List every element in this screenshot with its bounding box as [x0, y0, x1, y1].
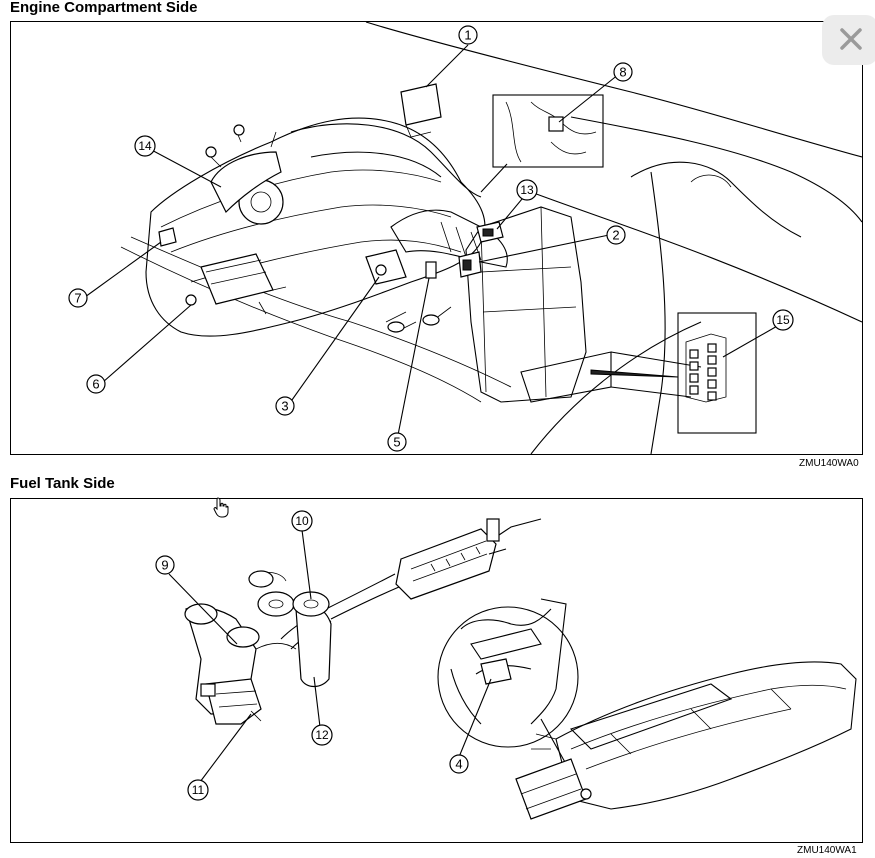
- engine-compartment-drawing: 1 2 3 5 6 7 8 13 14 15: [68, 22, 862, 454]
- svg-text:13: 13: [520, 183, 534, 197]
- part-2-sensor: [458, 251, 482, 278]
- intake-tube: [390, 209, 508, 268]
- part-7-sensor: [158, 227, 177, 247]
- svg-text:10: 10: [295, 514, 309, 528]
- fuel-tank-drawing: 9 10 11 12 4: [155, 510, 857, 820]
- battery-tray: [520, 351, 612, 403]
- callout-7: 7: [68, 288, 88, 308]
- manifold-rear: [184, 603, 297, 725]
- part-5-sensor: [385, 261, 452, 333]
- callout-3: 3: [275, 396, 295, 416]
- manifold-front: [248, 570, 332, 688]
- callout-4: 4: [449, 754, 469, 774]
- callout-14: 14: [134, 135, 156, 157]
- callout-6: 6: [86, 374, 106, 394]
- svg-text:8: 8: [619, 65, 626, 80]
- bottom-leader-lines: [168, 529, 492, 783]
- callout-1: 1: [458, 25, 478, 45]
- close-x-icon: [840, 28, 862, 50]
- hand-pointer-icon: [213, 497, 229, 524]
- svg-text:1: 1: [464, 28, 471, 43]
- fuel-tank-title: Fuel Tank Side: [10, 475, 115, 492]
- part-15-connector-inset: [590, 312, 757, 434]
- fender-edge: [650, 171, 666, 454]
- svg-text:7: 7: [74, 291, 81, 306]
- callout-5: 5: [387, 432, 407, 452]
- svg-text:14: 14: [138, 139, 152, 153]
- svg-text:9: 9: [161, 558, 168, 573]
- callout-11: 11: [187, 779, 209, 801]
- svg-text:5: 5: [393, 435, 400, 450]
- air-cleaner-box: [465, 206, 587, 403]
- engine-compartment-diagram: 1 2 3 5 6 7 8 13 14 15: [10, 21, 863, 455]
- cowl-line: [530, 191, 862, 323]
- svg-text:3: 3: [281, 399, 288, 414]
- svg-text:2: 2: [612, 228, 619, 243]
- part-13-sensor: [476, 221, 504, 243]
- part-6-unit: [185, 253, 287, 315]
- svg-text:11: 11: [192, 783, 205, 797]
- fuel-tank-diagram: 9 10 11 12 4: [10, 498, 863, 843]
- engine-compartment-title: Engine Compartment Side: [10, 0, 198, 16]
- part-14-pump: [205, 124, 284, 225]
- callout-12: 12: [311, 724, 333, 746]
- callout-15: 15: [772, 309, 794, 331]
- fender-line: [570, 116, 862, 223]
- part-1-module: [400, 83, 442, 138]
- callout-10: 10: [291, 510, 313, 532]
- svg-text:6: 6: [92, 377, 99, 392]
- callout-8: 8: [613, 62, 633, 82]
- svg-text:4: 4: [455, 757, 462, 772]
- catalytic-converter: [395, 518, 542, 600]
- close-button[interactable]: [822, 15, 875, 65]
- strut-tower: [630, 161, 802, 238]
- hood-line: [365, 22, 862, 158]
- svg-text:12: 12: [315, 728, 329, 742]
- lower-fender: [530, 321, 702, 454]
- svg-text:15: 15: [776, 313, 790, 327]
- top-leader-lines: [84, 44, 780, 441]
- part-8-inset: [480, 94, 604, 193]
- figure-code-bottom: ZMU140WA1: [797, 845, 857, 856]
- callout-9: 9: [155, 555, 175, 575]
- figure-code-top: ZMU140WA0: [799, 458, 859, 469]
- callout-13: 13: [516, 179, 538, 201]
- part-4-inset: [437, 598, 579, 765]
- fuel-tank: [515, 661, 857, 820]
- part-3-sensor: [365, 249, 407, 285]
- callout-2: 2: [606, 225, 626, 245]
- engine-block: [145, 117, 486, 337]
